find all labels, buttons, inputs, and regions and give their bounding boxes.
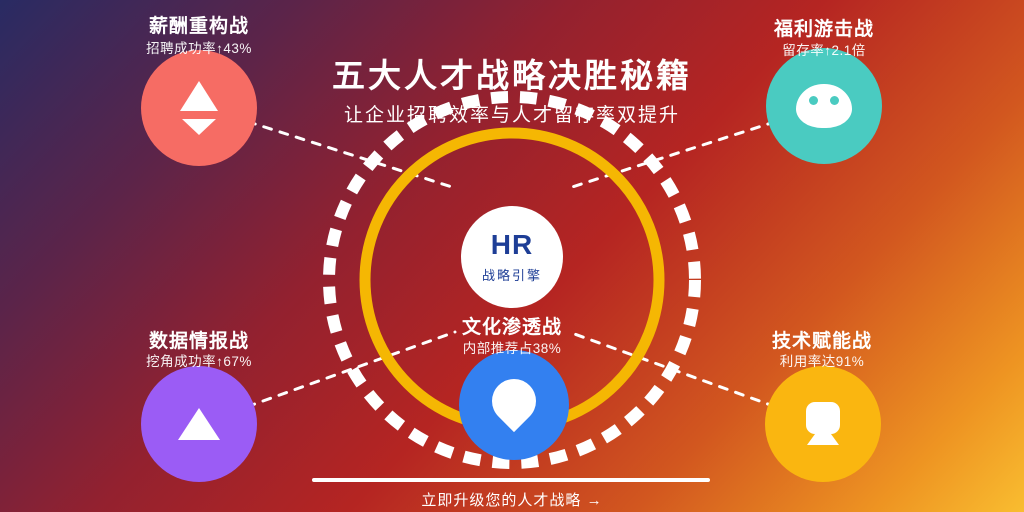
satellite-label-culture: 文化渗透战 xyxy=(461,317,562,338)
satellite-stat-data: 挖角成功率↑67% xyxy=(146,354,252,369)
sort-arrows-icon xyxy=(180,81,218,135)
connector-line-tech xyxy=(567,330,825,426)
location-pin-icon xyxy=(482,369,546,433)
satellite-label-compensation: 薪酬重构战 xyxy=(148,16,249,37)
hr-hub-circle: HR 战略引擎 xyxy=(461,206,563,308)
face-icon-eye-left xyxy=(809,96,818,105)
satellite-label-tech: 技术赋能战 xyxy=(771,331,872,352)
cta-divider xyxy=(312,478,710,482)
satellite-label-welfare: 福利游击战 xyxy=(773,19,874,40)
face-icon-eye-right xyxy=(830,96,839,105)
satellite-circle-welfare xyxy=(766,48,882,164)
satellite-stat-compensation: 招聘成功率↑43% xyxy=(146,41,252,56)
hub-subtitle: 战略引擎 xyxy=(481,267,542,283)
hub-title: HR xyxy=(490,228,534,260)
satellite-circle-compensation xyxy=(141,50,257,166)
triangle-up-icon xyxy=(178,408,220,440)
dashed-orbit-ring xyxy=(323,91,701,469)
satellite-stat-culture: 内部推荐占38% xyxy=(462,341,562,356)
page-title: 五大人才战略决胜秘籍 xyxy=(332,57,692,94)
satellite-stat-tech: 利用率达91% xyxy=(779,354,865,369)
face-icon xyxy=(796,84,852,128)
monitor-icon xyxy=(806,402,840,445)
satellite-circle-culture xyxy=(459,350,569,460)
connector-line-data xyxy=(197,330,457,426)
satellite-stat-welfare: 留存率↑2.1倍 xyxy=(782,43,866,58)
cta-link[interactable]: 立即升级您的人才战略 → xyxy=(421,492,603,509)
satellite-circle-data xyxy=(141,366,257,482)
satellite-label-data: 数据情报战 xyxy=(148,331,249,352)
satellite-circle-tech xyxy=(765,366,881,482)
